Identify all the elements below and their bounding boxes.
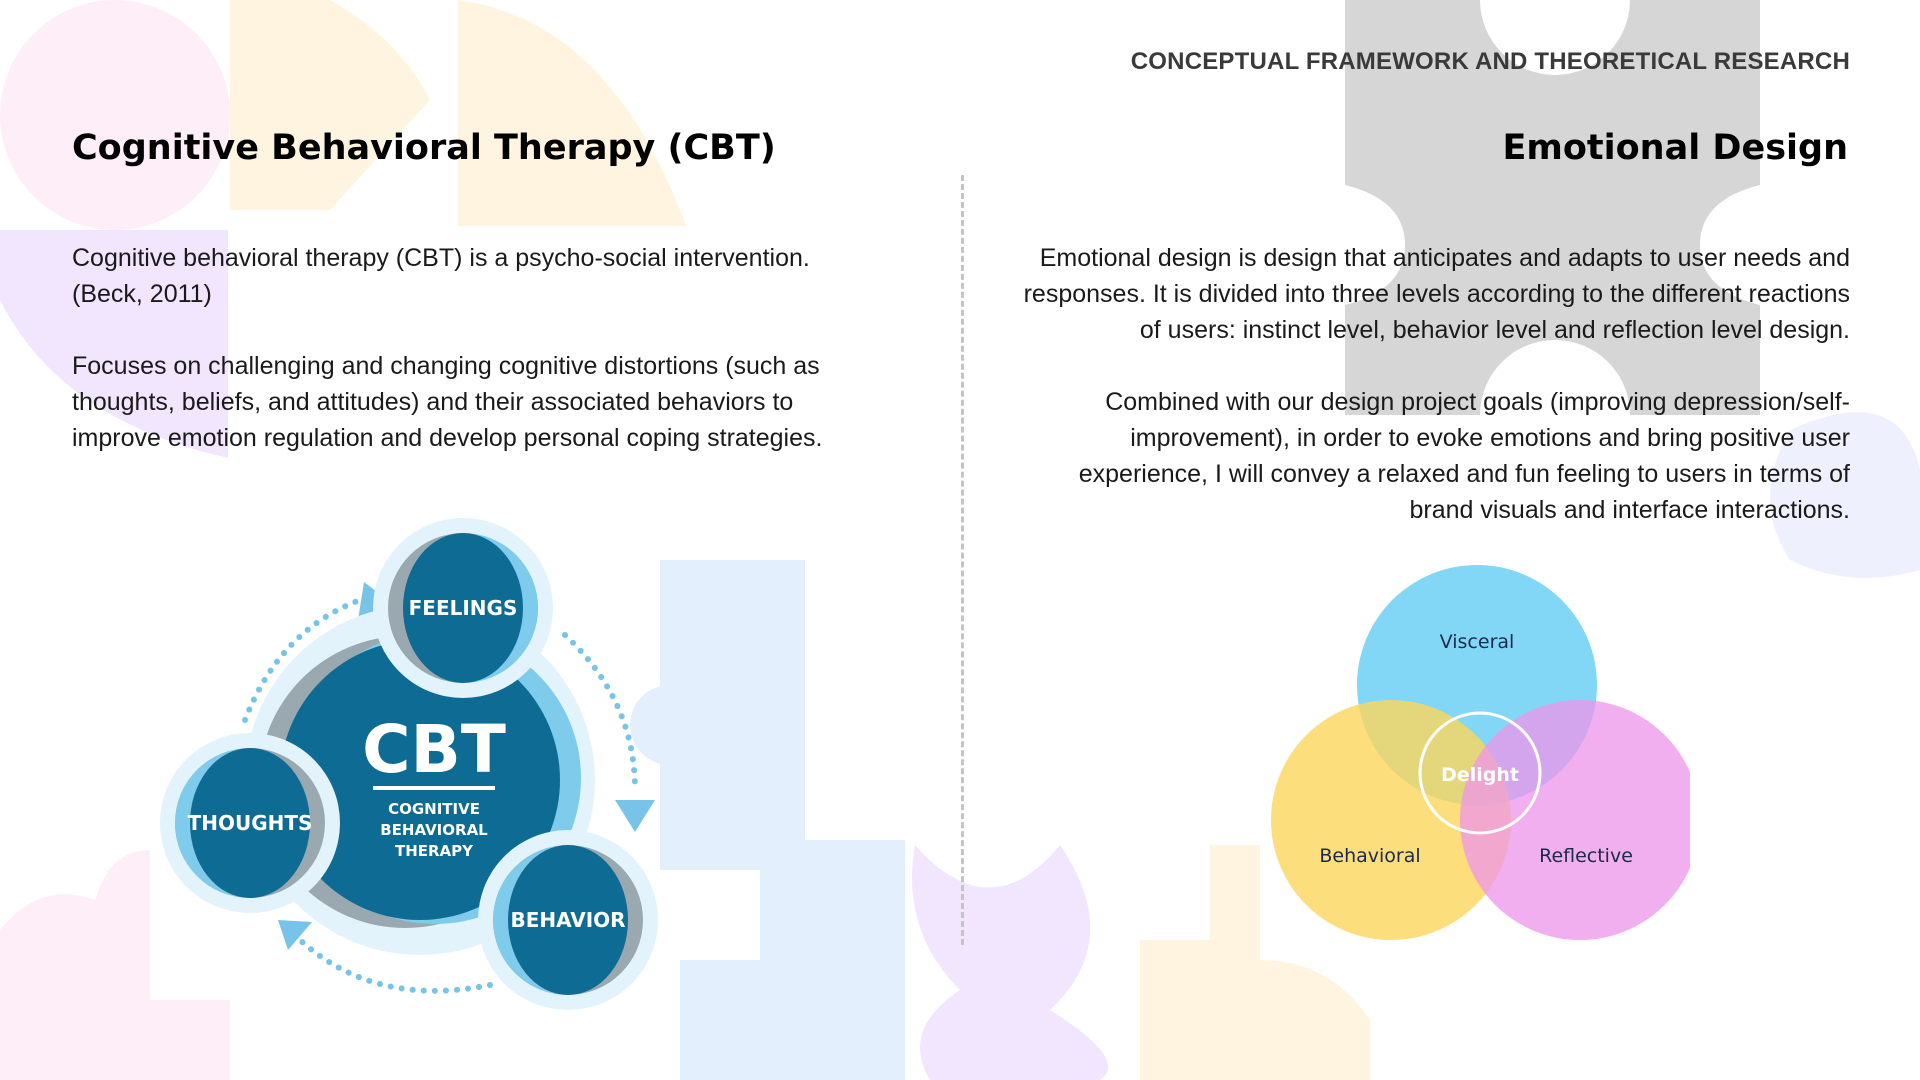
node-feelings-label: FEELINGS: [409, 596, 518, 620]
emotional-design-heading: Emotional Design: [1502, 128, 1848, 168]
node-thoughts: THOUGHTS: [160, 733, 340, 913]
venn-circle-reflective: [1460, 700, 1690, 940]
decor-top-left-shapes: [0, 0, 686, 458]
cbt-center-line2: BEHAVIORAL: [380, 821, 488, 839]
venn-circles: [1271, 565, 1690, 940]
cbt-center-line3: THERAPY: [395, 842, 474, 860]
arrow-behavior-to-thoughts: [297, 937, 493, 994]
arrow-head-behavior: [615, 800, 655, 832]
venn-label-visceral: Visceral: [1440, 631, 1515, 653]
venn-circle-behavioral: [1271, 700, 1511, 940]
node-behavior-label: BEHAVIOR: [510, 908, 625, 932]
decor-bottom-center-shapes: [630, 560, 1370, 1080]
column-divider: [961, 175, 964, 945]
cbt-center-line1: COGNITIVE: [388, 800, 480, 818]
cbt-center-rule: [373, 786, 495, 790]
arrow-head-thoughts: [278, 920, 312, 950]
node-thoughts-label: THOUGHTS: [188, 811, 313, 835]
cbt-heading: Cognitive Behavioral Therapy (CBT): [72, 128, 776, 168]
venn-label-delight: Delight: [1441, 764, 1519, 786]
venn-center-ring: [1418, 711, 1542, 835]
arrow-thoughts-to-feelings: [242, 597, 363, 723]
cbt-center-circle: CBT COGNITIVE BEHAVIORAL THERAPY: [245, 605, 595, 955]
venn-label-behavioral: Behavioral: [1319, 845, 1420, 867]
arrow-feelings-to-behavior: [562, 632, 638, 793]
emotional-design-definition-text: Emotional design is design that anticipa…: [1023, 244, 1850, 344]
cbt-cycle-diagram: CBT COGNITIVE BEHAVIORAL THERAPY FEELING…: [160, 518, 658, 1010]
cbt-center-title: CBT: [362, 711, 506, 788]
section-label: CONCEPTUAL FRAMEWORK AND THEORETICAL RES…: [1130, 48, 1850, 75]
cbt-definition-text: Cognitive behavioral therapy (CBT) is a …: [72, 244, 810, 308]
emotional-design-venn: Visceral Behavioral Reflective Delight: [1271, 565, 1690, 940]
emotional-design-goal-text: Combined with our design project goals (…: [1078, 388, 1850, 524]
venn-label-reflective: Reflective: [1539, 845, 1633, 867]
decor-right-shapes: [1345, 0, 1920, 578]
node-feelings: FEELINGS: [373, 518, 553, 698]
node-behavior: BEHAVIOR: [478, 830, 658, 1010]
cycle-arrows: [242, 582, 655, 994]
cbt-focus-text: Focuses on challenging and changing cogn…: [72, 352, 823, 452]
decor-bottom-left-shapes: [0, 850, 230, 1080]
